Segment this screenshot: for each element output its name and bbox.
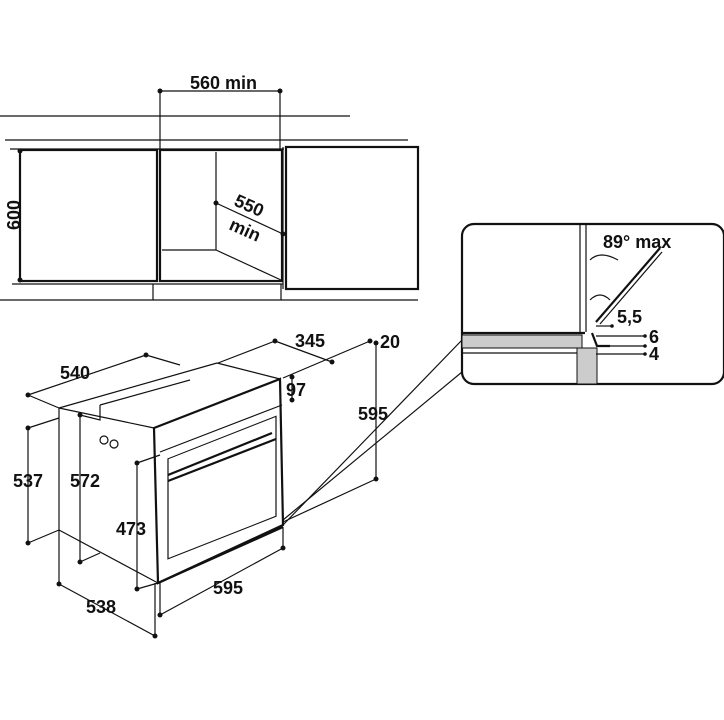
detail-gap-4: 4 (649, 344, 659, 364)
dim-537: 537 (13, 471, 43, 491)
dim-538: 538 (86, 597, 116, 617)
dim-572: 572 (70, 471, 100, 491)
dim-473: 473 (116, 519, 146, 539)
detail-leader-line (282, 339, 463, 526)
dim-345: 345 (295, 331, 325, 351)
oven-body (58, 362, 285, 585)
detail-angle-label: 89° max (603, 232, 671, 252)
dim-540: 540 (60, 363, 90, 383)
detail-gap-6: 6 (649, 327, 659, 347)
dim-20: 20 (380, 332, 400, 352)
dim-595-width: 595 (213, 578, 243, 598)
oven-dimensions (25, 338, 379, 639)
niche-dimensions (17, 88, 286, 283)
niche-cabinet (0, 115, 420, 301)
detail-inset (460, 222, 724, 386)
dim-97: 97 (286, 380, 306, 400)
niche-height-label: 600 (4, 200, 24, 230)
dim-595-height: 595 (358, 404, 388, 424)
detail-gap-5-5: 5,5 (617, 307, 642, 327)
niche-width-label: 560 min (190, 73, 257, 93)
